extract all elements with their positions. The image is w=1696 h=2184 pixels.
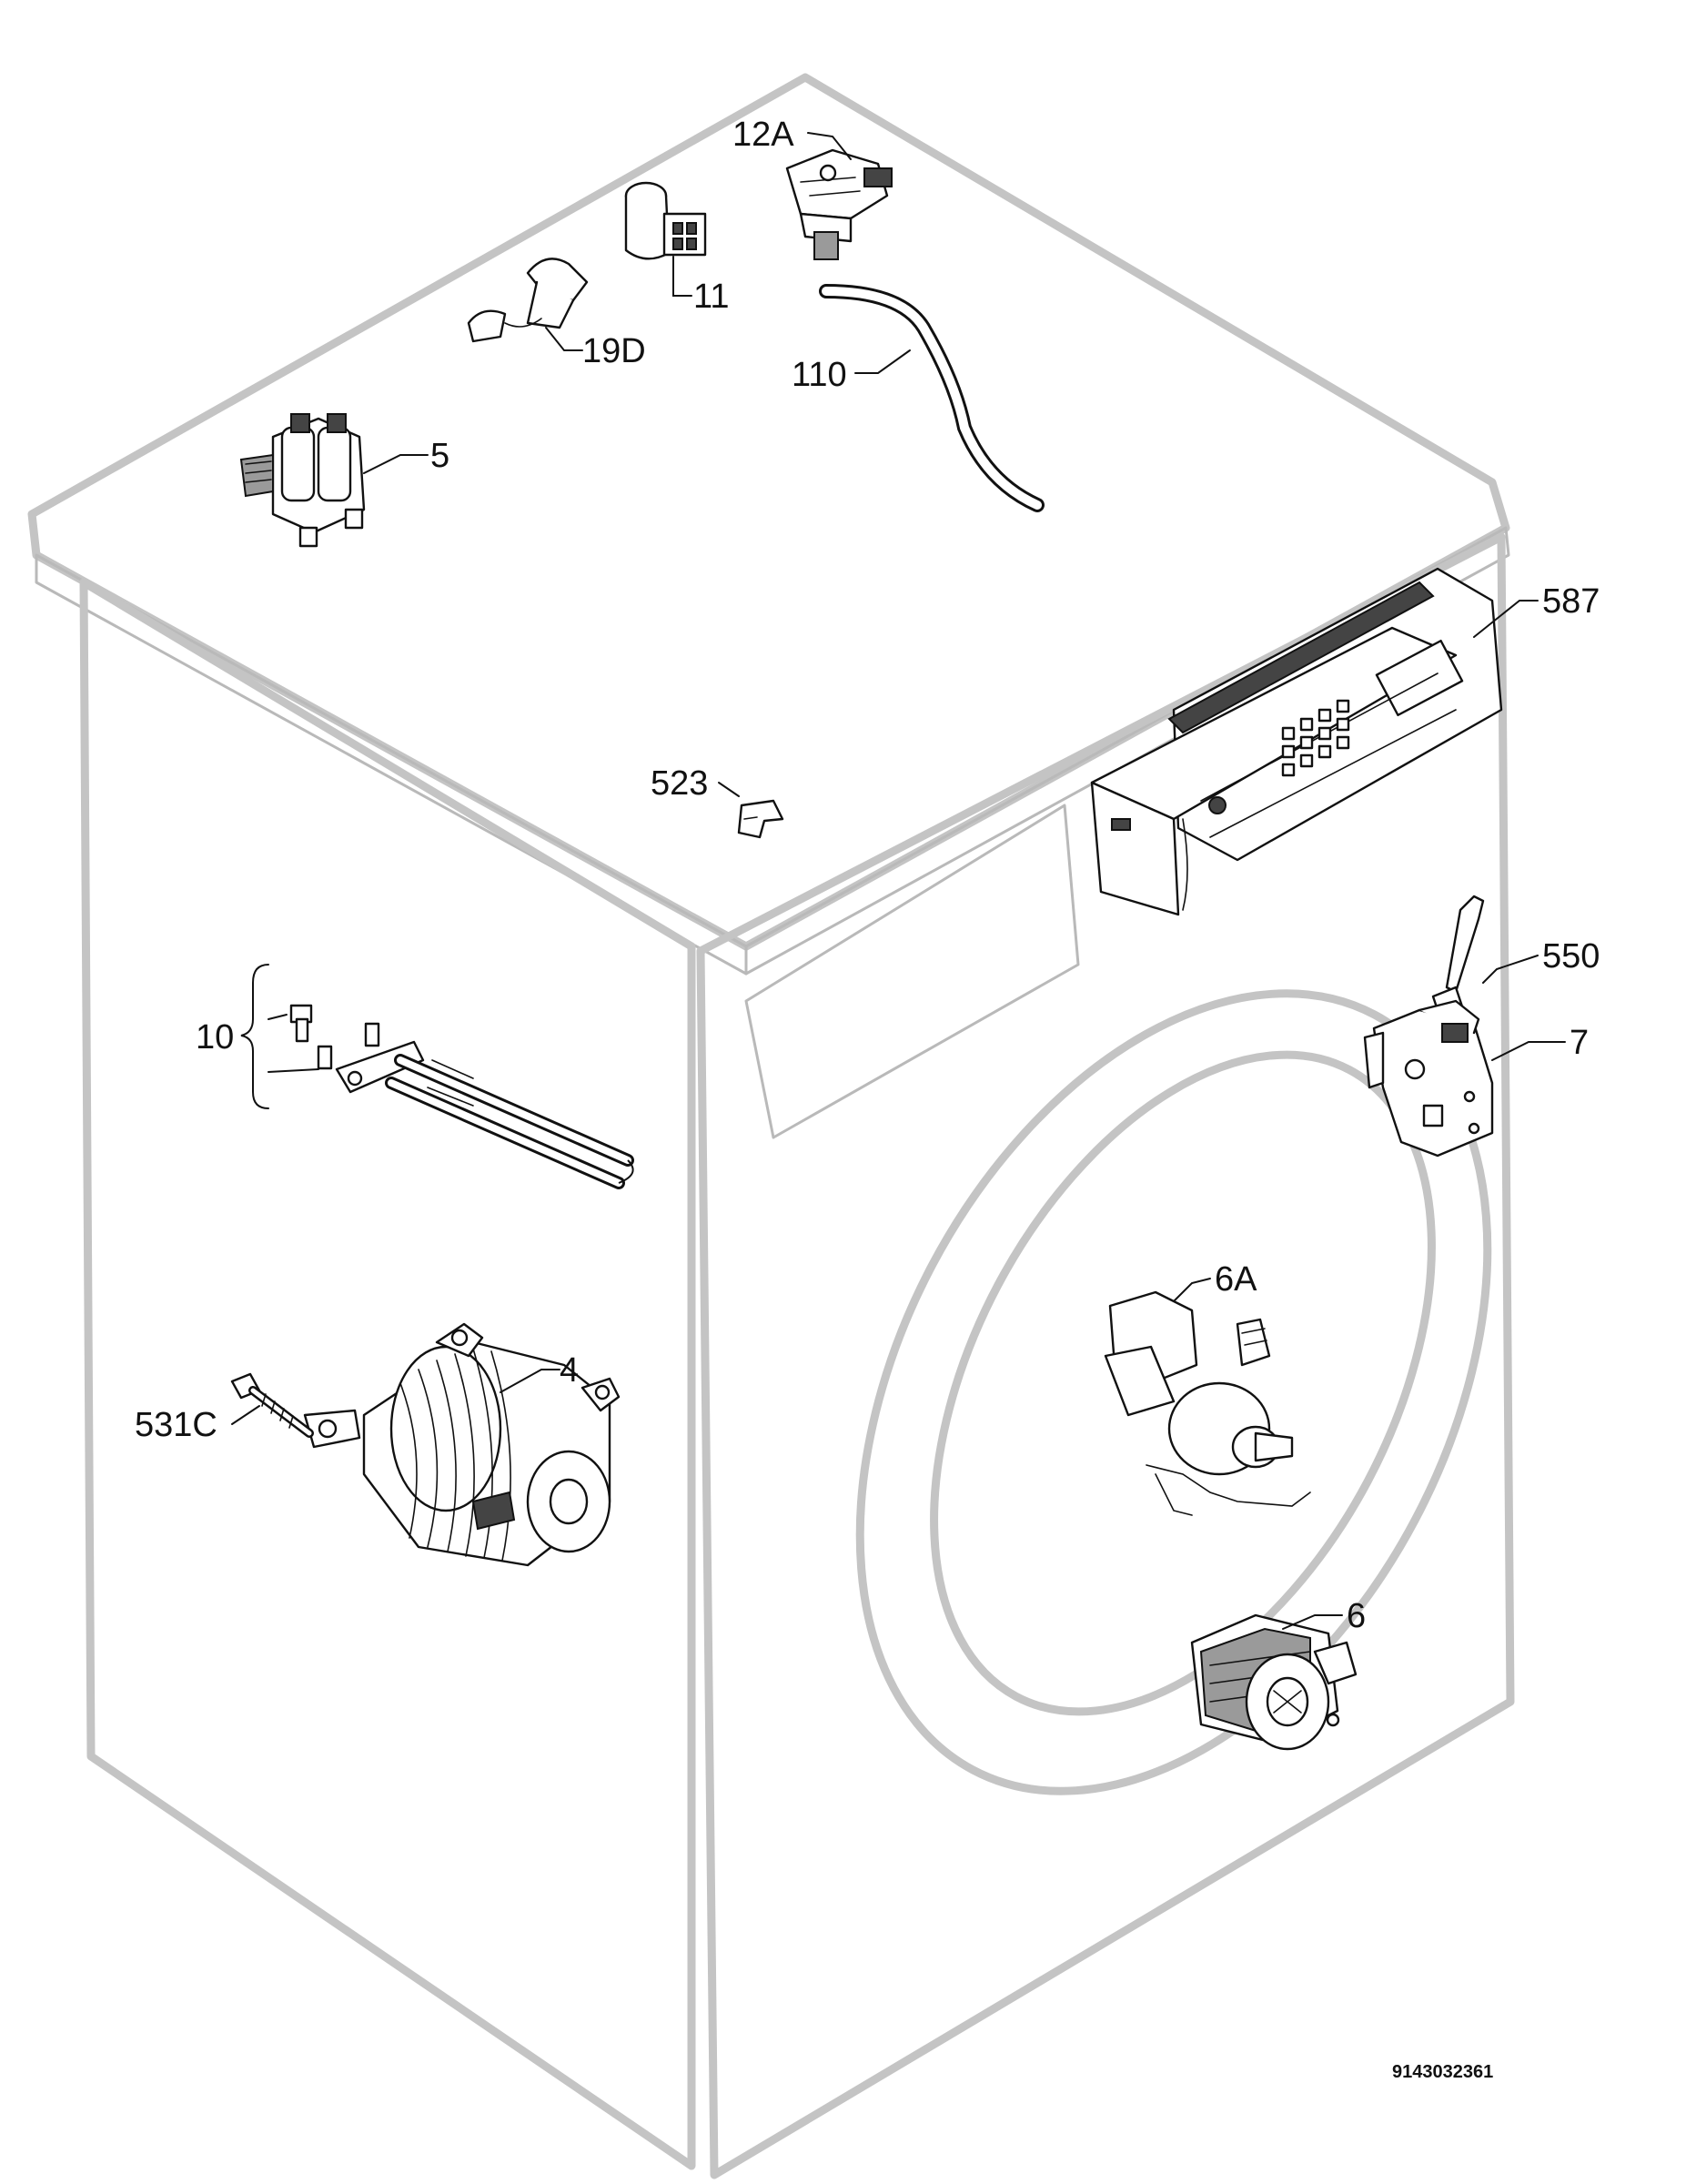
- label-7: 7: [1570, 1024, 1589, 1062]
- label-6: 6: [1347, 1597, 1366, 1635]
- label-110: 110: [792, 356, 847, 394]
- label-4: 4: [560, 1351, 579, 1390]
- leader-4: [500, 1369, 560, 1393]
- label-19D: 19D: [582, 332, 646, 370]
- leader-7: [1491, 1041, 1566, 1061]
- leader-10-screw: [268, 1014, 288, 1020]
- part-7-door-interlock: [1363, 999, 1494, 1158]
- label-550: 550: [1542, 937, 1600, 976]
- part-labels: 12A 11 19D 110 5 587 523 10 550 7 6A 4 5…: [135, 116, 1600, 2082]
- leader-6: [1282, 1614, 1343, 1630]
- leader-5: [363, 454, 429, 474]
- label-6A: 6A: [1215, 1260, 1257, 1299]
- label-587: 587: [1542, 582, 1600, 621]
- leader-6A: [1173, 1278, 1211, 1302]
- door-outer-ring: [855, 989, 1492, 1795]
- bracket-10: [240, 964, 269, 1109]
- part-19D-cable-clamp: [467, 258, 589, 343]
- door-inner-ring: [930, 1050, 1436, 1716]
- label-10: 10: [196, 1018, 234, 1057]
- part-10-heating-element: [289, 1004, 634, 1189]
- leader-lines: [231, 132, 1566, 1630]
- leader-523: [718, 782, 740, 797]
- leader-10-element: [268, 1068, 319, 1073]
- label-5: 5: [430, 437, 449, 475]
- part-531C-screw: [230, 1372, 314, 1438]
- heater-screw: [289, 1004, 313, 1043]
- label-531C: 531C: [135, 1406, 217, 1444]
- control-panel-strip: [744, 804, 1080, 1139]
- leader-12A: [807, 132, 852, 160]
- leader-110: [854, 349, 911, 374]
- part-12A-pressure-switch: [785, 148, 893, 260]
- part-5-inlet-valve: [239, 413, 366, 548]
- leader-531C: [231, 1405, 260, 1425]
- part-6-pump-assembly: [1190, 1613, 1358, 1751]
- part-4-motor: [303, 1322, 621, 1567]
- leader-550: [1482, 955, 1539, 984]
- label-523: 523: [651, 764, 708, 803]
- leader-19D: [545, 327, 583, 351]
- part-587-electronic-module: [1090, 567, 1503, 916]
- part-11-interference-suppressor: [624, 181, 707, 260]
- label-12A: 12A: [732, 116, 794, 154]
- leader-11: [672, 256, 692, 297]
- board-buttons: [1281, 699, 1350, 777]
- part-523-clip: [737, 799, 784, 839]
- front-panel-outline: [696, 532, 1515, 2179]
- part-6A-drain-pump: [1104, 1290, 1311, 1516]
- label-11: 11: [693, 278, 729, 316]
- part-110-pressure-hose: [819, 284, 1045, 512]
- side-panel-outline: [79, 578, 696, 2170]
- document-number: 9143032361: [1392, 2062, 1493, 2082]
- machine-cabinet: [27, 73, 1515, 2179]
- leader-587: [1473, 600, 1539, 638]
